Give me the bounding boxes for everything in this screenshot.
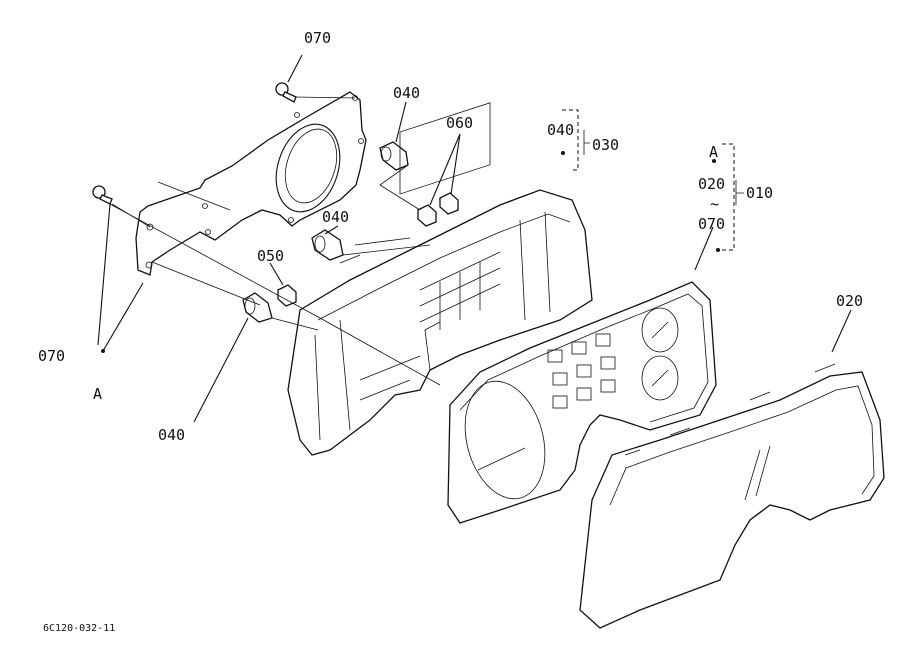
figure-code: 6C120-032-11 [43,623,115,634]
group-bracket-030 [562,109,579,171]
bracket-030-tick [583,130,590,155]
callout-040-bottom: 040 [158,426,185,444]
callout-020-group: 020 [698,175,725,193]
socket-060-a [417,204,437,227]
callout-050: 050 [257,247,284,265]
group-bracket-010 [720,143,735,251]
callout-tilde: ~ [710,195,719,213]
socket-050 [277,284,297,307]
callout-010: 010 [746,184,773,202]
callout-070-top: 070 [304,29,331,47]
screw-070-top [275,82,297,103]
front-cover [579,363,885,629]
screw-070-left [92,185,113,205]
callout-A-group: A [709,143,718,161]
callout-070-left: 070 [38,347,65,365]
callout-A-left: A [93,385,102,403]
callout-040-mid: 040 [322,208,349,226]
callout-020-right: 020 [836,292,863,310]
callout-040-top: 040 [393,84,420,102]
socket-040-mid [311,229,344,261]
callout-030: 030 [592,136,619,154]
bracket-010-tick [735,180,744,205]
socket-040-top [379,141,409,171]
housing-case [287,102,593,456]
socket-060-b [439,192,459,215]
instrument-dial-panel [447,281,717,524]
callout-040-group: 040 [547,121,574,139]
socket-040-bottom [242,292,273,323]
leader-lines [97,54,852,423]
callout-070-group: 070 [698,215,725,233]
callout-060: 060 [446,114,473,132]
